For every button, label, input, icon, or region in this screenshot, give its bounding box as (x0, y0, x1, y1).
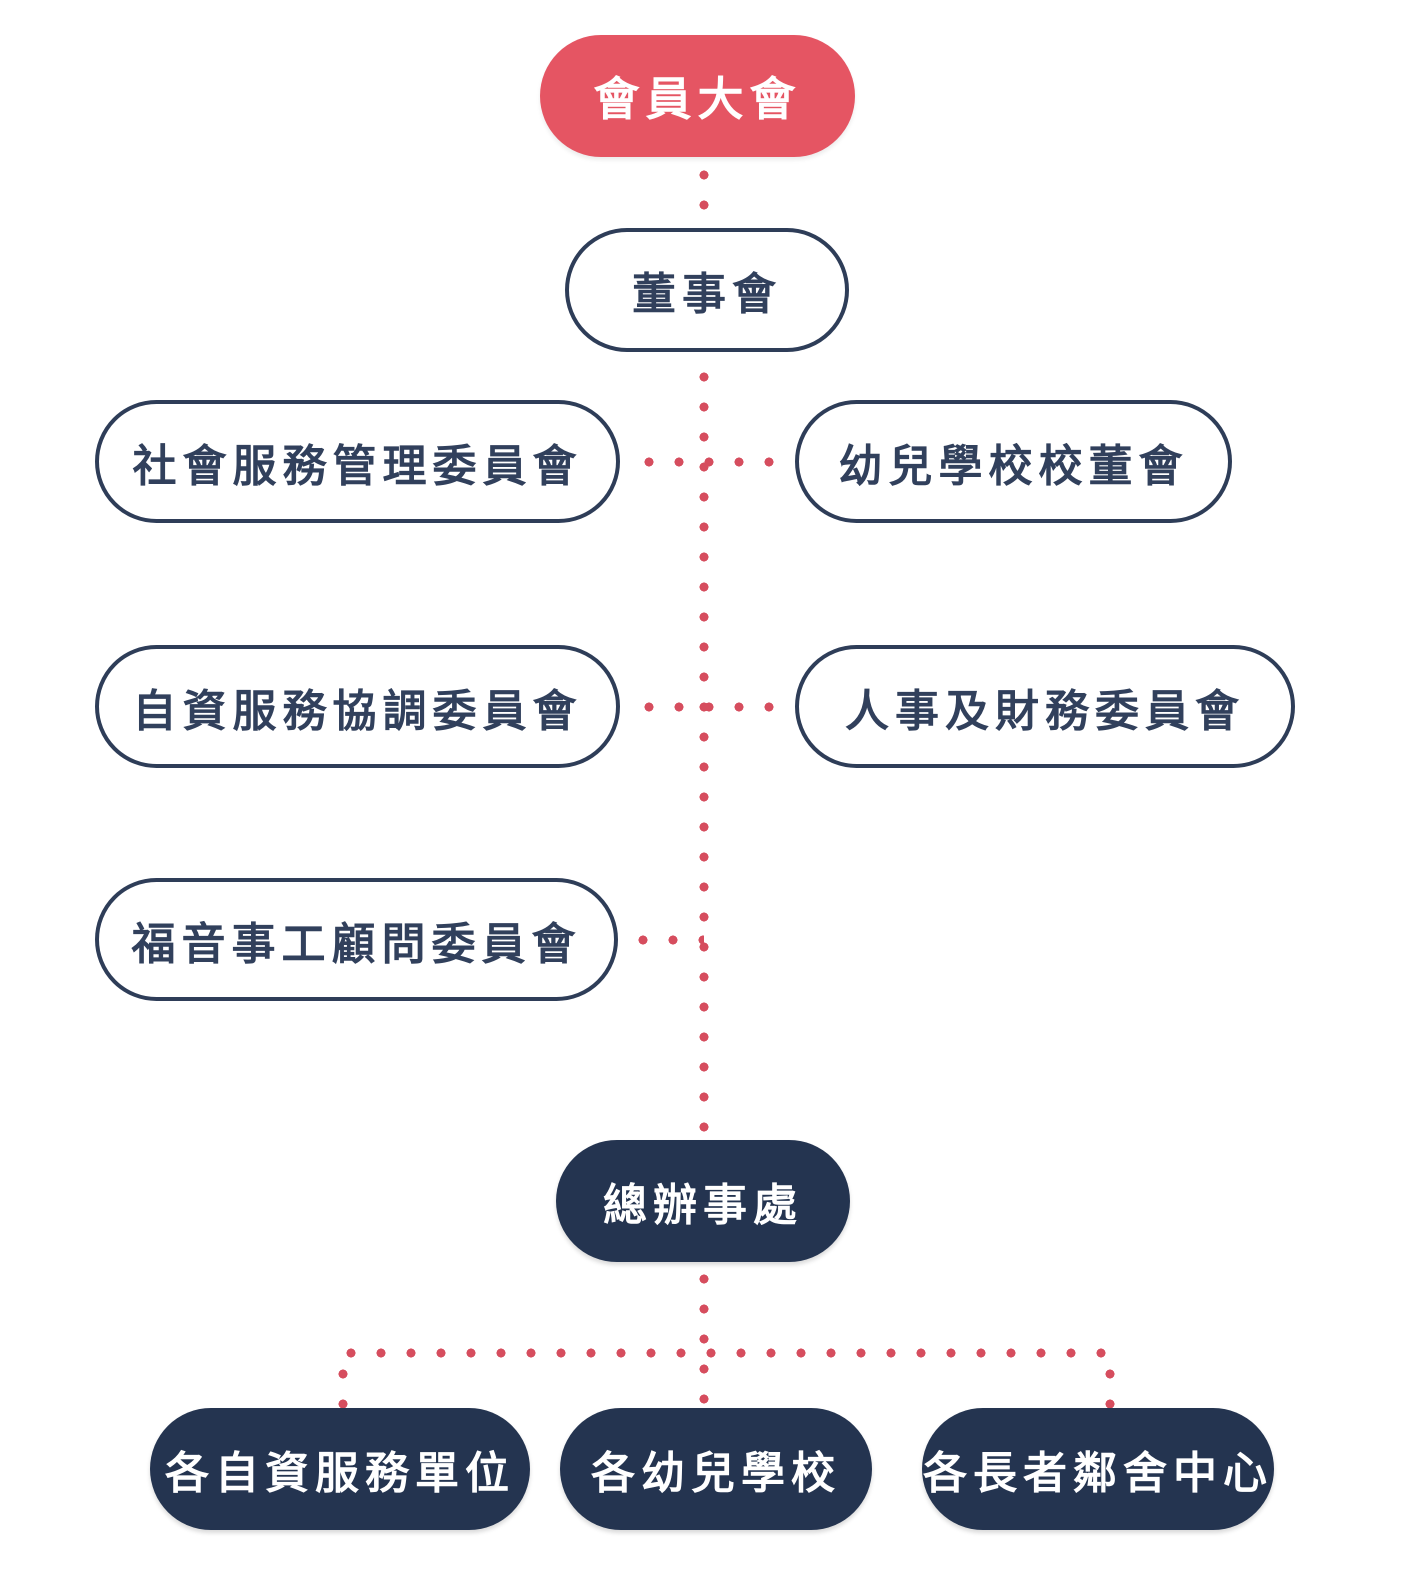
connector-row3-left (628, 934, 704, 946)
node-social-services-committee: 社會服務管理委員會 (95, 400, 620, 523)
node-head-office: 總辦事處 (556, 1140, 850, 1262)
connector-row1-cross (634, 456, 790, 468)
connector-drop-right (1104, 1359, 1116, 1408)
node-self-financed-committee: 自資服務協調委員會 (95, 645, 620, 768)
connector-drop-left (337, 1359, 349, 1408)
node-nursery-schools: 各幼兒學校 (560, 1408, 872, 1530)
connector-member-to-board (698, 160, 710, 228)
connector-headoffice-down (698, 1264, 710, 1408)
node-board-of-directors: 董事會 (565, 228, 849, 352)
connector-central-spine (698, 362, 710, 1140)
connector-bottom-branch (336, 1347, 1112, 1359)
node-elderly-centres: 各長者鄰舍中心 (922, 1408, 1274, 1530)
connector-row2-cross (634, 701, 790, 713)
node-member-assembly: 會員大會 (540, 35, 855, 157)
node-nursery-school-board: 幼兒學校校董會 (795, 400, 1232, 523)
node-personnel-finance-committee: 人事及財務委員會 (795, 645, 1295, 768)
node-gospel-advisory-committee: 福音事工顧問委員會 (95, 878, 618, 1001)
node-self-financed-units: 各自資服務單位 (150, 1408, 530, 1530)
